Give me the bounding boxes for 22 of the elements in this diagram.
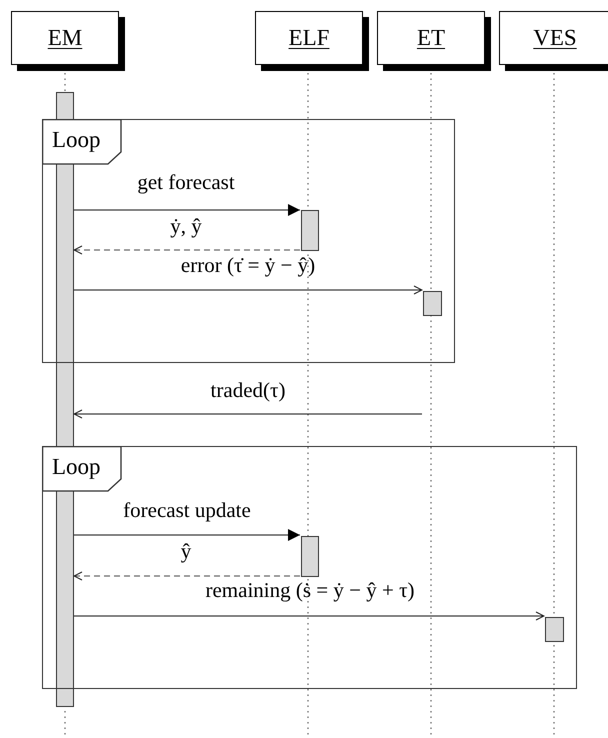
return-message-arrow	[74, 246, 300, 254]
loop-title: Loop	[52, 455, 101, 478]
message-label: error (τ̇ = ẏ − ŷ)	[180, 255, 316, 276]
message-label: get forecast	[137, 172, 235, 193]
activation-bar	[545, 617, 564, 642]
message-arrow	[74, 204, 300, 216]
activation-bar	[301, 210, 319, 251]
loop-title: Loop	[52, 128, 101, 151]
loop-frame	[42, 446, 577, 689]
message-label: traded(τ)	[210, 380, 286, 401]
message-arrow	[74, 612, 544, 620]
message-label: remaining (ṡ = ẏ − ŷ + τ)	[206, 580, 414, 601]
message-label: ẏ, ŷ	[170, 216, 202, 237]
message-label: forecast update	[123, 500, 251, 521]
return-message-arrow	[74, 572, 300, 580]
activation-bar	[423, 291, 442, 316]
activation-bar	[301, 536, 319, 577]
loop-frame	[42, 119, 455, 363]
message-arrow	[74, 410, 422, 418]
message-label: ŷ	[180, 541, 192, 562]
message-arrow	[74, 286, 422, 294]
message-arrow	[74, 529, 300, 541]
